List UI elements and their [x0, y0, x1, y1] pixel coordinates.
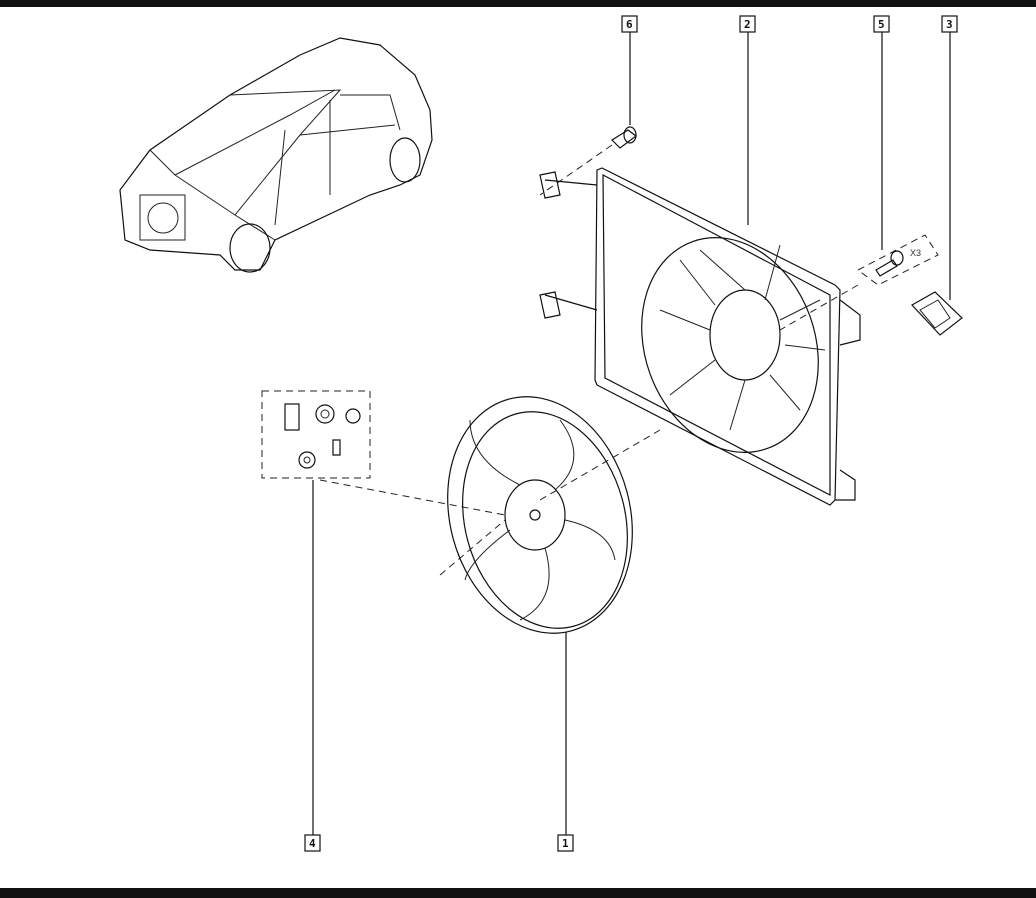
bottom-bar [0, 888, 1036, 898]
callout-3: 3 [941, 15, 958, 33]
screw-part: X3 [779, 234, 939, 331]
car-illustration [119, 37, 433, 273]
svg-text:2: 2 [744, 18, 751, 31]
svg-text:1: 1 [562, 837, 569, 850]
resistor-part [911, 291, 963, 336]
fixings-kit-part [261, 390, 506, 576]
callout-1: 1 [557, 834, 574, 852]
svg-text:6: 6 [626, 18, 633, 31]
fan-part [447, 396, 661, 634]
top-bar [0, 0, 1036, 7]
callout-2: 2 [739, 15, 756, 33]
callout-4: 4 [304, 834, 321, 852]
fan-shroud-part [539, 167, 861, 506]
quantity-note: X3 [910, 248, 921, 258]
bolt-part [539, 126, 637, 196]
svg-text:5: 5 [878, 18, 885, 31]
callout-6: 6 [621, 15, 638, 33]
callout-5: 5 [873, 15, 890, 33]
svg-text:3: 3 [946, 18, 953, 31]
svg-text:4: 4 [309, 837, 316, 850]
